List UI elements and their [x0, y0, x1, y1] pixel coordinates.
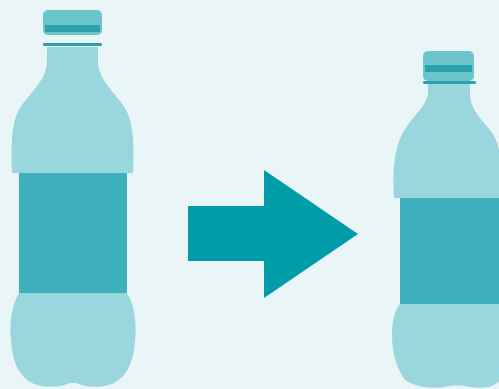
left-bottle-label	[19, 173, 127, 293]
right-bottle-label	[400, 198, 499, 304]
left-bottle-cap-band	[45, 25, 100, 32]
left-bottle-neck-ring	[43, 43, 102, 46]
right-bottle-cap-band	[425, 65, 472, 72]
right-bottle-neck-ring	[423, 81, 476, 84]
